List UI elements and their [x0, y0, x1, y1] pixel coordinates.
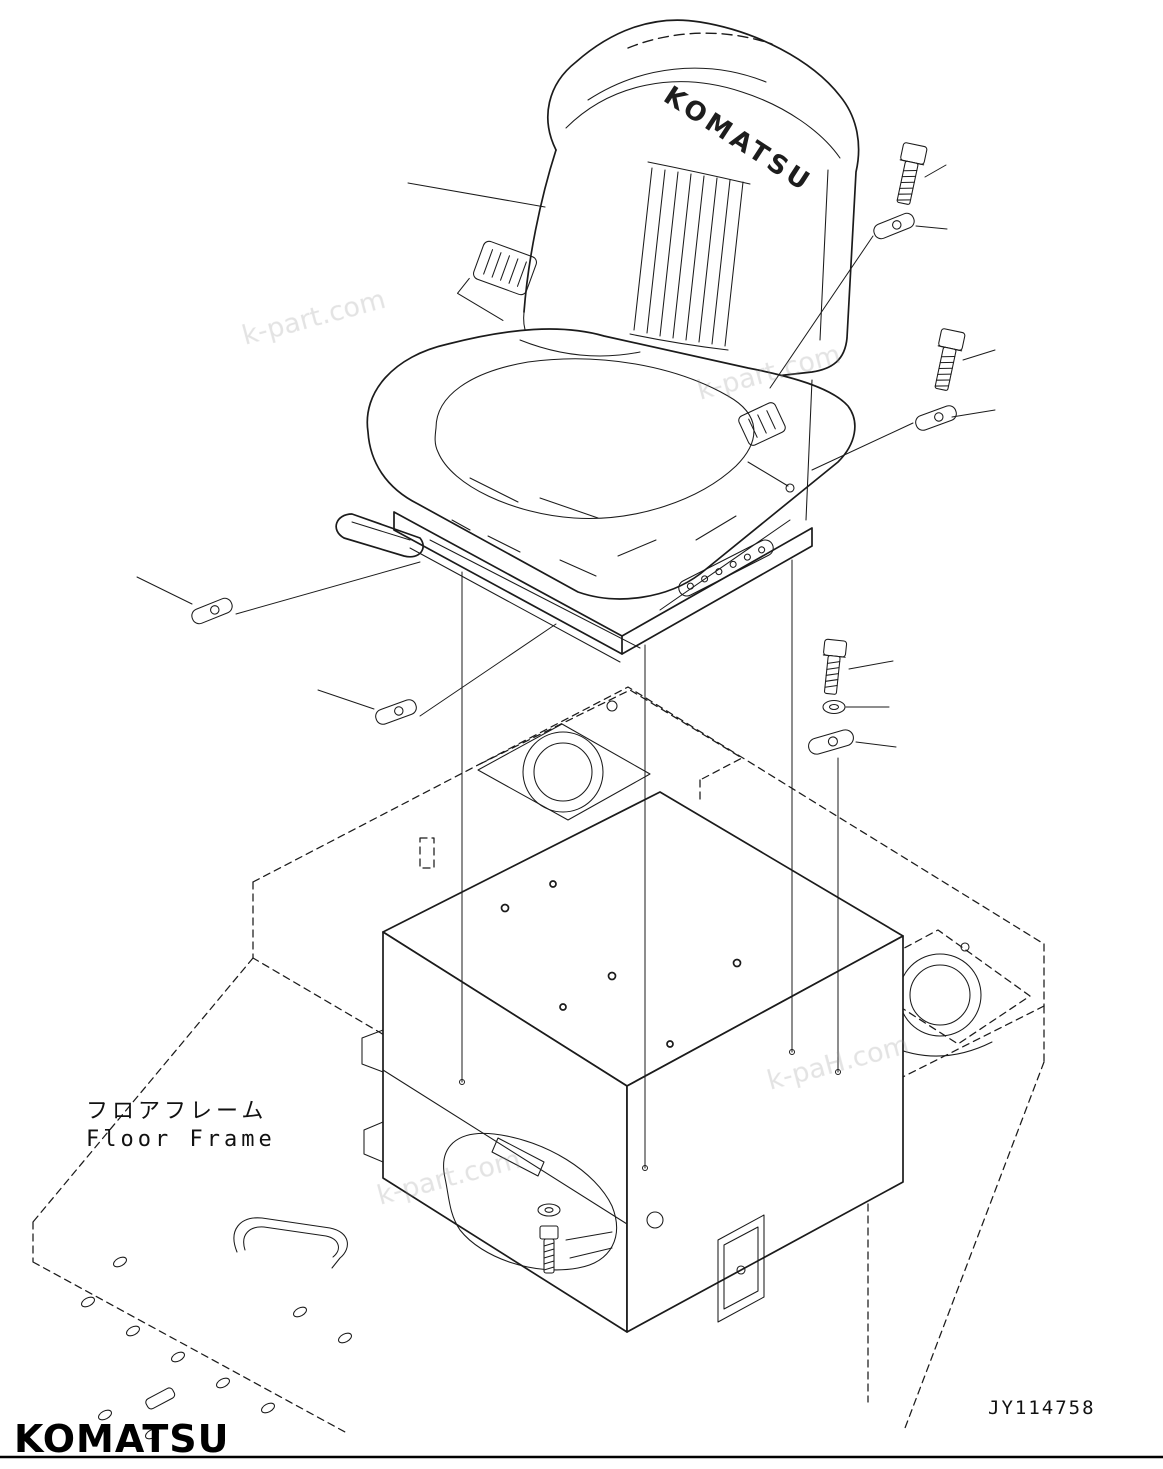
washer-icon [822, 699, 846, 715]
operator-seat: KOMATSU [335, 19, 860, 663]
floor-frame-label-jp: フロアフレーム [86, 1099, 267, 1124]
backrest-rib-panel [629, 161, 751, 351]
slide-adjust-handle [335, 513, 424, 558]
clamp-plate-icon [915, 405, 957, 431]
seat-left-control [456, 240, 537, 321]
bolt-icon [896, 142, 928, 205]
clamp-plate-icon [808, 729, 854, 755]
seat-cushion [366, 328, 856, 600]
floor-duct-top [477, 700, 651, 821]
floor-plate-left [81, 1217, 352, 1440]
washer-icon [537, 1203, 561, 1217]
bolt-icon [822, 638, 848, 695]
platform-bolt-holes [500, 880, 742, 1048]
seat-platform [361, 791, 904, 1333]
clamp-plate-icon [873, 212, 915, 240]
base-label-strip [678, 539, 774, 597]
clamp-plate-icon [375, 699, 417, 725]
seat-recline-knob [738, 402, 786, 446]
komatsu-logo: KOMATSU [14, 1417, 229, 1461]
side-door [717, 1214, 765, 1323]
seat-suspension-base [335, 379, 813, 663]
floor-bolt-assembly [537, 1203, 561, 1274]
grab-handle [233, 1217, 348, 1269]
clamp-plate-icon [191, 597, 233, 625]
drawing-number: JY114758 [988, 1397, 1096, 1419]
projection-lines [459, 559, 841, 1171]
access-panel [443, 1132, 617, 1271]
floor-frame-label-en: Floor Frame [86, 1127, 276, 1152]
bolt-icon [934, 328, 966, 391]
watermark: k-part.com [239, 284, 389, 352]
leader-lines [136, 164, 996, 1259]
bolt-icon [539, 1225, 559, 1274]
floor-frame-label: フロアフレーム Floor Frame [86, 1099, 276, 1152]
floor-plate-holes [81, 1256, 352, 1440]
